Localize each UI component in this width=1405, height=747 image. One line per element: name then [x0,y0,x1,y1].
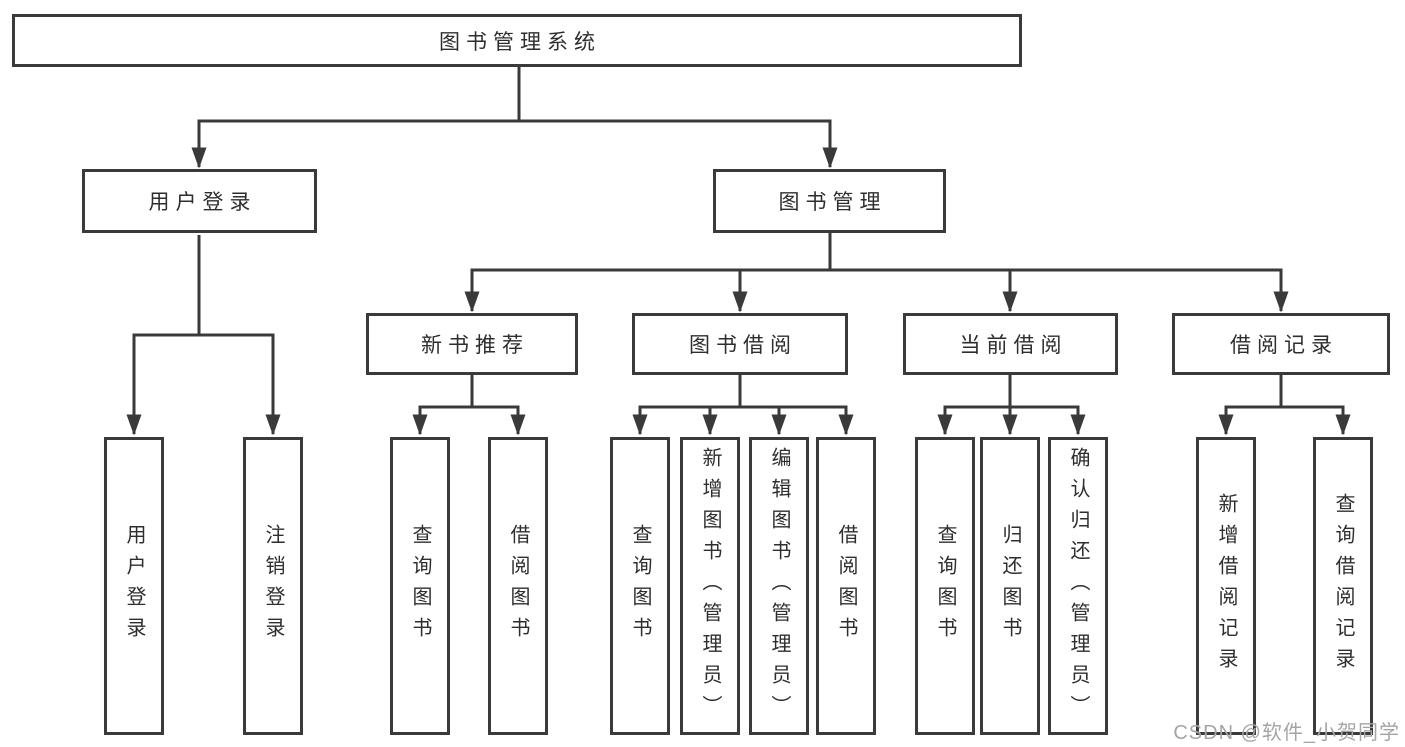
leaf-label: 借阅图书 [835,524,857,648]
leaf-label: 查询图书 [934,524,956,648]
node-user-login: 用户登录 [82,169,317,233]
leaf-label: 用户登录 [123,524,145,648]
leaf-label: 确认归还（管理员） [1067,446,1089,726]
leaf-label: 借阅图书 [507,524,529,648]
node-borrow-records: 借阅记录 [1172,313,1390,375]
leaf-add-borrow-record: 新增借阅记录 [1196,437,1256,735]
node-system-root: 图书管理系统 [12,14,1022,67]
leaf-confirm-return-admin: 确认归还（管理员） [1048,437,1108,735]
leaf-query-borrow-record: 查询借阅记录 [1313,437,1373,735]
node-new-book-recommend: 新书推荐 [366,313,578,375]
connector-new-book-rail [420,375,518,409]
leaf-label: 查询图书 [409,524,431,648]
leaf-label: 查询借阅记录 [1332,493,1354,679]
csdn-watermark: CSDN @软件_小贺同学 [1173,722,1400,744]
leaf-label: 归还图书 [999,524,1021,648]
node-book-management: 图书管理 [713,169,946,233]
connector-user-login-rail [134,235,273,337]
leaf-label: 注销登录 [262,524,284,648]
leaf-label: 查询图书 [629,524,651,648]
node-book-borrow: 图书借阅 [632,313,848,375]
leaf-add-book-admin: 新增图书（管理员） [680,437,740,735]
leaf-borrow-books: 借阅图书 [816,437,876,735]
connector-book-borrow-rail [640,375,846,409]
connector-book-mgmt-rail [472,233,1281,272]
leaf-borrow-books-recommend: 借阅图书 [488,437,548,735]
connector-root-rail [199,67,830,123]
leaf-query-books-recommend: 查询图书 [390,437,450,735]
leaf-user-login: 用户登录 [104,437,164,735]
leaf-label: 新增图书（管理员） [699,446,721,726]
connector-current-borrow-rail [945,375,1078,409]
leaf-label: 新增借阅记录 [1215,493,1237,679]
leaf-query-books-current: 查询图书 [915,437,975,735]
connector-borrow-records-rail [1226,375,1343,409]
leaf-query-books-borrow: 查询图书 [610,437,670,735]
leaf-logout: 注销登录 [243,437,303,735]
leaf-edit-book-admin: 编辑图书（管理员） [749,437,809,735]
leaf-label: 编辑图书（管理员） [768,446,790,726]
node-current-borrow: 当前借阅 [903,313,1118,375]
leaf-return-books: 归还图书 [980,437,1040,735]
